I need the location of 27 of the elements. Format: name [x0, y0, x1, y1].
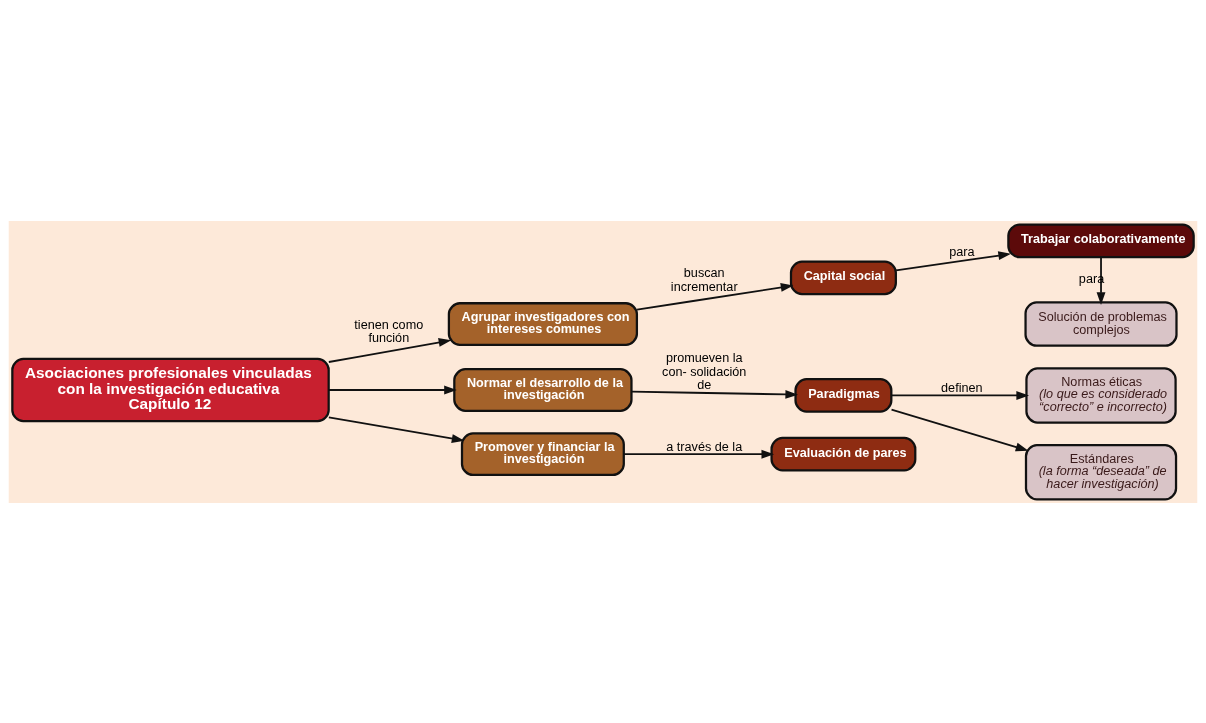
arrow — [327, 337, 452, 363]
node-box: Solución de problemas complejos — [1024, 300, 1178, 347]
edge-label: promueven la con- solidación de — [662, 350, 747, 392]
arrow — [890, 390, 1030, 400]
node-box: Estándares (la forma “deseada” de hacer investigación) — [1024, 443, 1178, 500]
arrow — [636, 282, 794, 311]
node-box: Capital social — [789, 260, 897, 295]
node-box: Asociaciones profesionales vinculadas con la investigación educativa Capítulo 12 — [11, 357, 330, 422]
node-box: Paradigmas — [794, 377, 893, 413]
node-box: Promover y financiar la investigación — [460, 431, 625, 476]
arrow — [895, 250, 1012, 271]
arrow — [1096, 255, 1106, 305]
edge-label: a través de la — [666, 439, 743, 454]
node-box: Agrupar investigadores con intereses comunes — [447, 301, 638, 346]
node-box: Normas éticas (lo que es considerado “correcto” e incorrecto) — [1025, 366, 1177, 424]
edge-label: tienen como función — [354, 317, 424, 345]
node-box: Trabajar colaborativamente — [1007, 223, 1195, 258]
node-box: Normar el desarrollo de la investigación — [453, 367, 633, 412]
node-box: Evaluación de pares — [770, 436, 917, 472]
arrow — [327, 385, 457, 394]
arrow — [630, 389, 799, 399]
arrow — [327, 415, 465, 443]
edge-label: definen — [941, 380, 983, 395]
edge-label: para — [949, 244, 975, 259]
arrow — [890, 408, 1029, 451]
arrow — [622, 449, 775, 459]
edge-label: buscan incrementar — [670, 265, 738, 294]
